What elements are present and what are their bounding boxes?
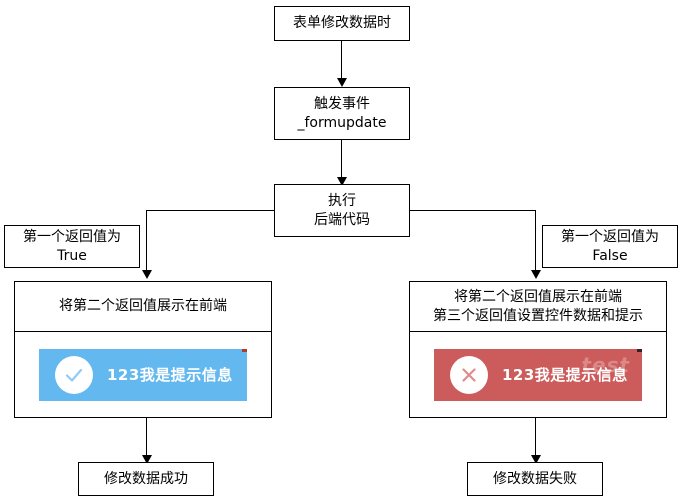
node-end-success-label: 修改数据成功 [104,470,188,487]
toast-failure-message: 123我是提示信息 [502,366,628,384]
arrowhead-to-success-panel [142,270,152,279]
toast-failure-watermark: test [581,352,630,377]
arrowhead-to-end-success [142,455,152,464]
arrowhead-start-to-trigger [337,78,347,87]
node-trigger-line2: _formupdate [297,114,387,131]
arrowhead-to-end-fail [531,455,541,464]
arrowhead-trigger-to-backend [337,177,347,186]
arrowhead-to-fail-panel [531,270,541,279]
connector-backend-left-vertical [146,210,147,272]
panel-failure-header-line2: 第三个返回值设置控件数据和提示 [433,307,643,324]
node-backend-line1: 执行 [328,192,356,209]
panel-failure: 将第二个返回值展示在前端 第三个返回值设置控件数据和提示 test 123我是提… [409,281,667,418]
node-trigger: 触发事件 _formupdate [274,87,410,140]
node-start-label: 表单修改数据时 [293,15,391,32]
connector-trigger-to-backend [341,140,342,185]
toast-success-corner-marker [242,348,247,352]
panel-success-header: 将第二个返回值展示在前端 [15,282,271,332]
node-branch-false-line2: False [592,247,628,264]
panel-success-header-label: 将第二个返回值展示在前端 [59,298,227,315]
x-circle-icon [450,355,488,394]
node-trigger-line1: 触发事件 [314,95,370,112]
node-start: 表单修改数据时 [274,6,410,41]
panel-failure-header-line1: 将第二个返回值展示在前端 [454,288,622,305]
toast-success: 123我是提示信息 [39,348,247,401]
connector-failure-panel-to-end [535,418,536,458]
node-end-fail-label: 修改数据失败 [493,470,577,487]
node-branch-false: 第一个返回值为 False [542,225,678,268]
node-branch-false-line1: 第一个返回值为 [561,228,659,245]
panel-failure-body: test 123我是提示信息 [410,332,666,417]
toast-failure-corner-marker [637,348,642,352]
toast-success-message: 123我是提示信息 [107,366,233,384]
node-branch-true-line2: True [57,247,87,264]
connector-backend-left-horizontal [146,210,274,211]
connector-backend-right-vertical [535,210,536,272]
connector-backend-right-horizontal [410,210,536,211]
connector-success-panel-to-end [146,418,147,458]
node-branch-true-line1: 第一个返回值为 [23,228,121,245]
node-end-success: 修改数据成功 [78,462,214,496]
connector-start-to-trigger [341,41,342,80]
panel-success-body: 123我是提示信息 [15,332,271,417]
toast-failure: test 123我是提示信息 [434,348,642,401]
check-circle-icon [55,355,93,394]
node-backend: 执行 后端代码 [274,184,410,237]
node-end-fail: 修改数据失败 [467,462,603,496]
panel-success: 将第二个返回值展示在前端 123我是提示信息 [14,281,272,418]
panel-failure-header: 将第二个返回值展示在前端 第三个返回值设置控件数据和提示 [410,282,666,332]
node-backend-line2: 后端代码 [314,211,370,228]
node-branch-true: 第一个返回值为 True [4,225,140,268]
